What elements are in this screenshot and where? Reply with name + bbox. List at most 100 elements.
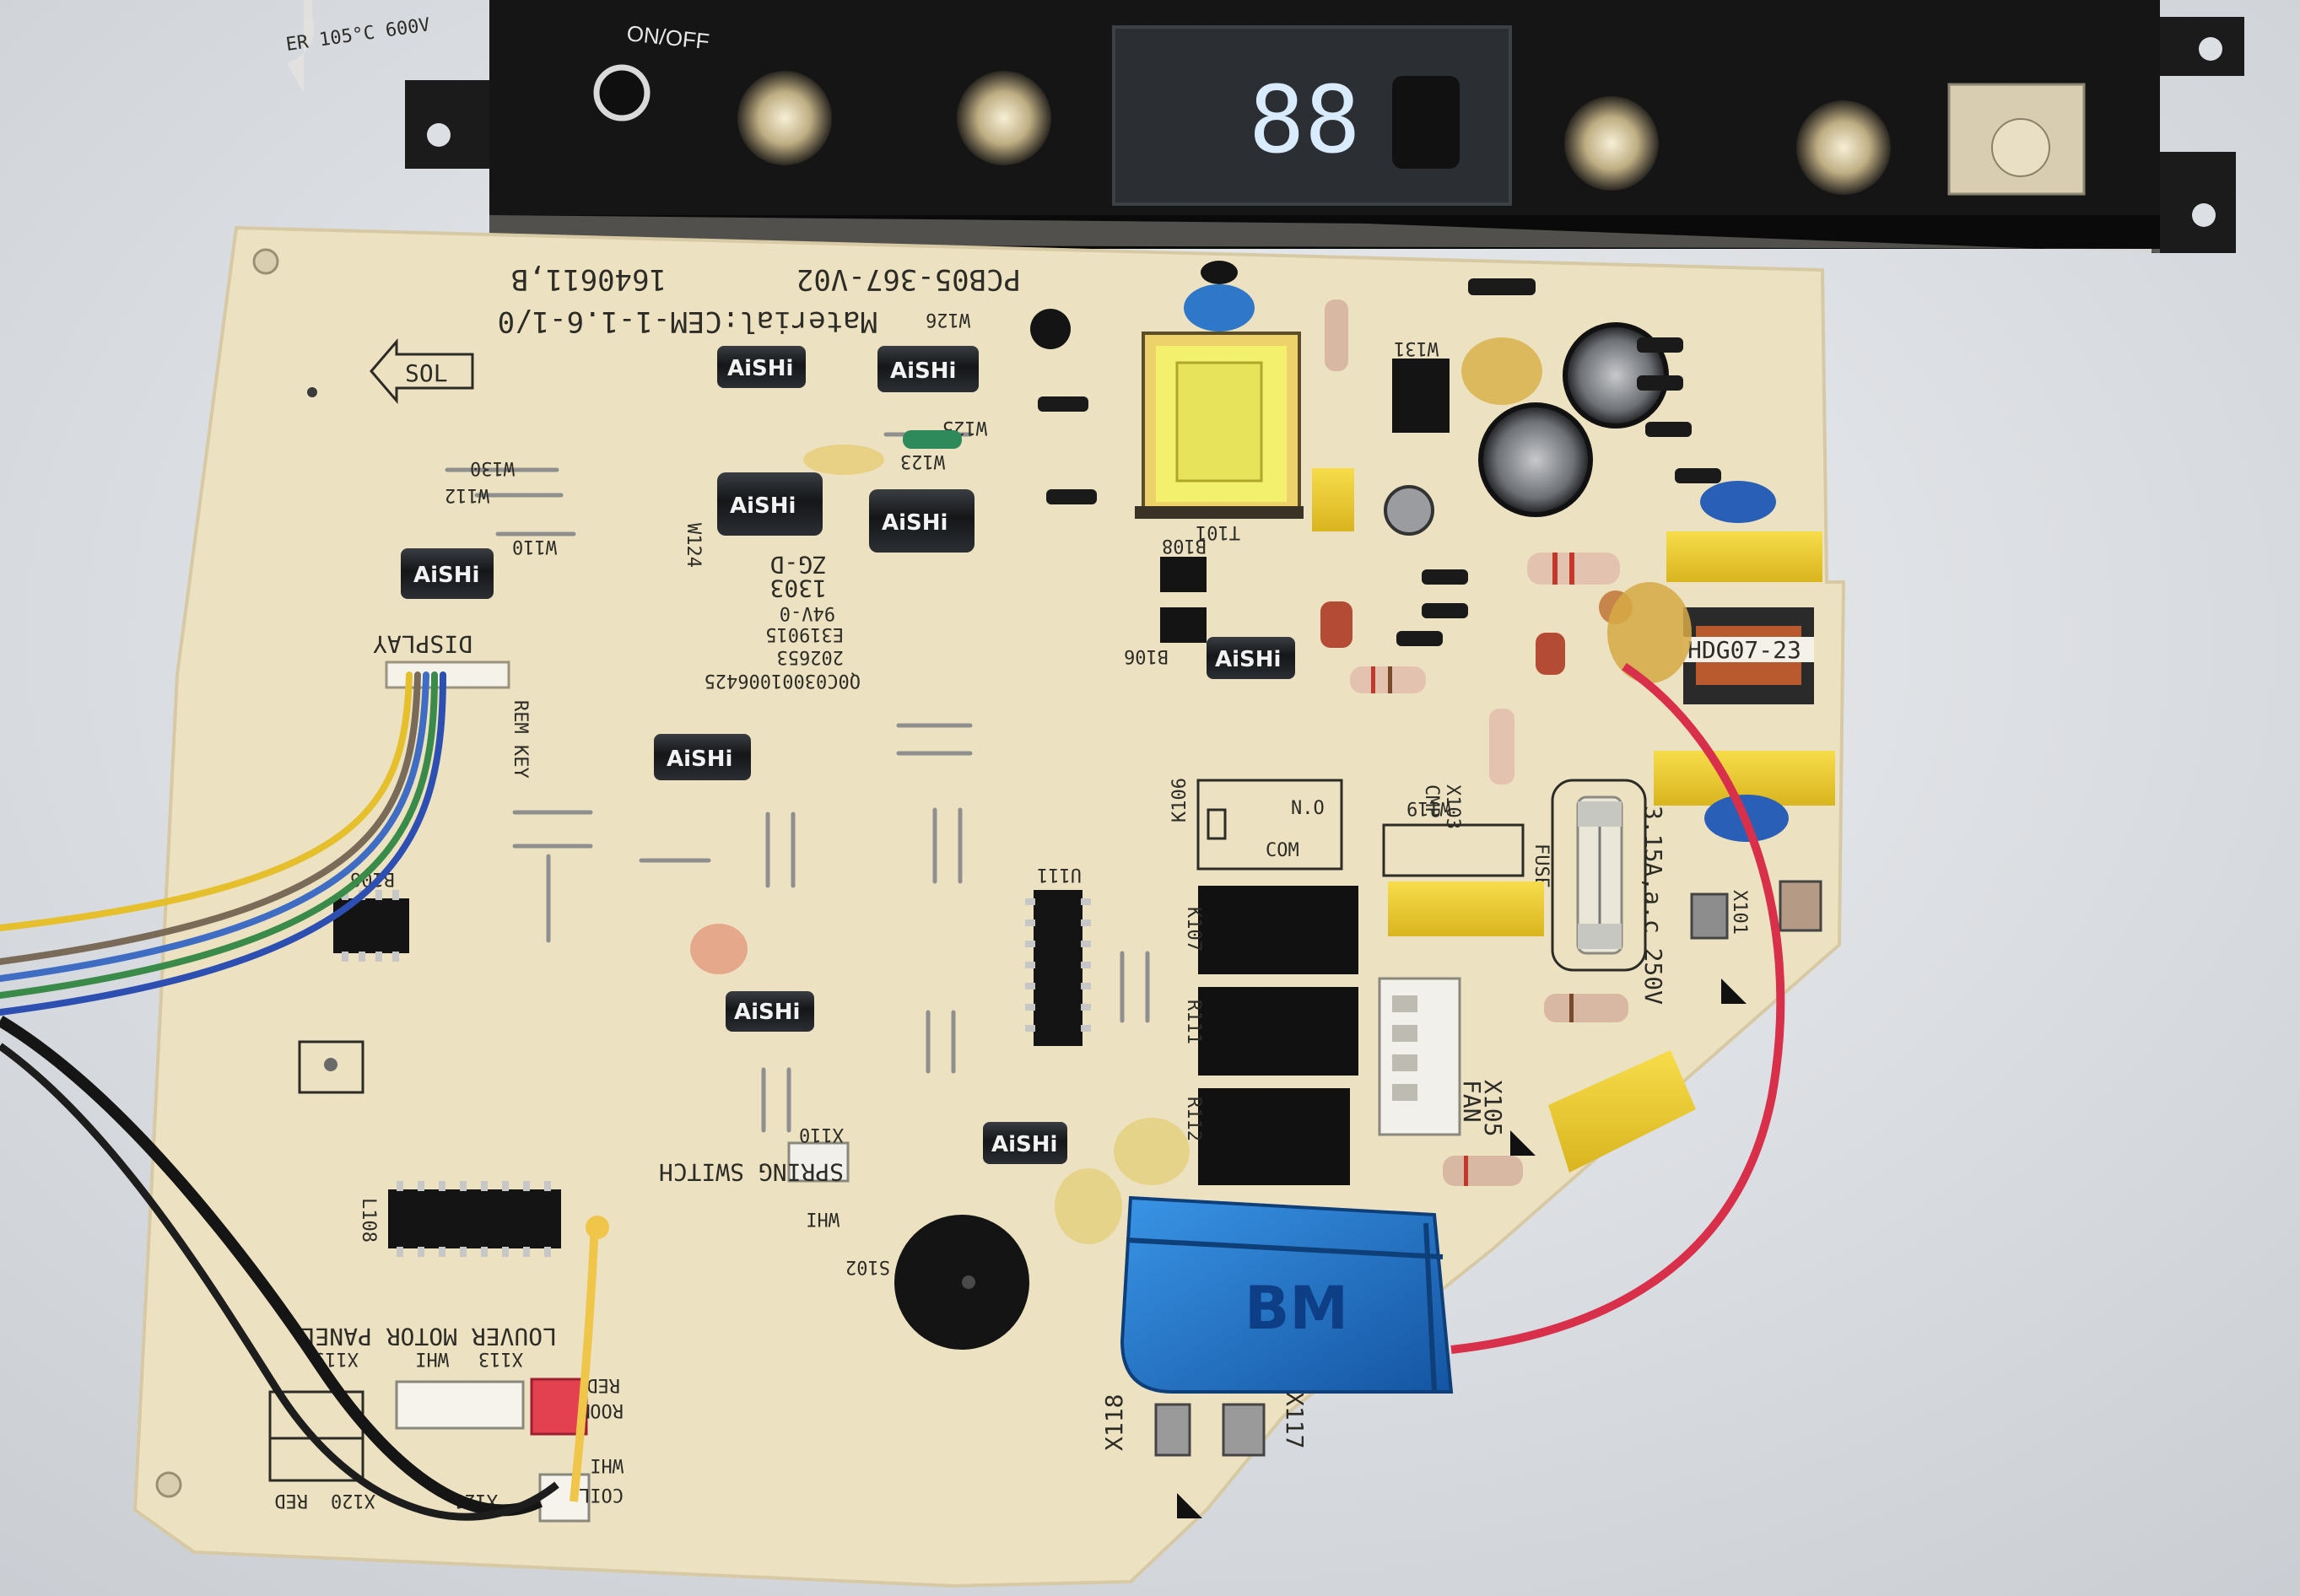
hazard-icon [1510,1130,1536,1156]
electrolytic-cap-small [1384,485,1434,536]
switch-outline [298,1040,364,1094]
relay-com-label: COM [1266,840,1299,861]
coil-label: COIL [579,1484,624,1505]
x120-label: X120 [331,1490,375,1511]
ic-n103 [1392,359,1450,433]
optocoupler-b101 [1160,557,1207,643]
ref-label: B108 [1162,535,1207,556]
ref-label: R112 [1183,1097,1204,1141]
fan-ref: X105 [1479,1080,1507,1136]
ceramic-cap [1700,481,1776,523]
terminal-n[interactable] [1779,880,1822,932]
display-ribbon-wires [0,671,446,1016]
cap-brand: AiSHi [730,493,796,519]
spring-switch-label: SPRING SWITCH [659,1158,844,1186]
relay-k105 [1198,886,1358,974]
terminal-x118[interactable] [1154,1403,1191,1457]
electrolytic-cap: AiSHi [877,346,979,392]
relay-k107 [1198,1088,1350,1185]
cap-brand: AiSHi [1215,647,1281,672]
transformer-t101 [1135,332,1304,519]
ref-label: B106 [1124,645,1169,666]
louver-connector[interactable] [395,1380,525,1430]
room-color: RED [586,1374,620,1395]
electrolytic-cap: AiSHi [717,472,823,536]
ref-label: R111 [1183,1000,1204,1044]
electrolytic-cap: AiSHi [401,548,494,599]
electrolytic-cap-large [1478,402,1593,517]
led-window-icon [1796,100,1891,195]
thermistor-lead [570,1222,599,1502]
ic-d101 [333,890,409,962]
ref-label: W130 [470,457,515,478]
resistor [1544,994,1628,1022]
electrolytic-cap: AiSHi [869,489,975,553]
black-cable [0,1015,543,1517]
film-cap [1312,468,1354,531]
relay-no-label: N.O [1291,798,1325,819]
spring-switch-color: WHI [806,1208,840,1229]
board-id: ZG-D [770,551,827,579]
ic-n107 [1025,890,1091,1046]
relay-outline [1196,779,1343,871]
ceramic-cap-red [1320,601,1352,648]
ref-label: K107 [1183,907,1204,952]
ref-label: W112 [445,484,489,505]
display-connector-label: DISPLAY [373,630,472,658]
pcb-serial: 1640611,B [511,262,667,296]
ref-label: W131 [1394,337,1439,359]
fuse-holder[interactable] [1551,779,1647,972]
ref-label: W110 [512,536,557,557]
louver-motor-panel-label: LOUVER MOTOR PANEL [301,1323,557,1351]
ceramic-cap [1184,284,1255,332]
barcode-label: Q0C03001006425 [705,670,861,691]
diodes [1038,278,1721,646]
ref-label: S102 [845,1256,890,1277]
sol-label: SOL [405,359,448,387]
cap-brand: AiSHi [734,1000,800,1025]
ceramic-cap-red [1536,633,1565,675]
led-readout: 88 [1249,66,1360,174]
sol-arrow-icon: SOL [370,337,474,405]
date-code: 1303 [770,574,827,602]
resistor [903,430,962,449]
ref-label: W124 [683,523,704,568]
resistor [1443,1156,1523,1186]
black-cable [0,1043,559,1521]
power-button-icon[interactable] [593,64,651,121]
electrolytic-cap: AiSHi [717,346,806,388]
choke-brand: BM [1244,1274,1348,1343]
fan-connector[interactable] [1378,977,1461,1136]
spring-switch-connector[interactable] [787,1141,850,1183]
ref-label: W126 [926,309,970,330]
ref-label: U111 [1037,864,1082,885]
ref-label: W123 [900,450,945,472]
film-cap [1666,531,1822,582]
fuse-rating: 3.15A,a.c 250V [1639,806,1667,1005]
whi-label: WHI [415,1348,449,1369]
electrolytic-cap: AiSHi [983,1122,1067,1164]
film-cap [1388,882,1544,936]
resistor [1350,666,1426,693]
x118-label: X118 [1100,1394,1128,1451]
electrolytic-cap: AiSHi [654,734,751,780]
terminal-x101[interactable] [1690,892,1729,940]
x101-label: X101 [1729,890,1750,935]
display-panel: ER 105°C 600V ON/OFF 88 [284,0,2244,253]
coil-color: WHI [590,1454,624,1475]
ic-b108 [388,1181,561,1257]
blue-common-mode-choke: BM [1120,1195,1454,1394]
led-window-icon [737,71,832,165]
terminal-x117[interactable] [1222,1403,1266,1457]
inductor-hdg07 [1683,607,1814,704]
cap-brand: AiSHi [991,1132,1057,1157]
ceramic-cap-orange [690,924,748,974]
choke-ref: HDG07-23 [1687,636,1801,664]
electrolytic-cap: AiSHi [726,991,814,1032]
display-connector[interactable] [385,661,510,689]
resistor [1325,299,1348,371]
x117-label: X117 [1281,1392,1309,1448]
ref-label: L108 [358,1198,379,1243]
transformer-ref: T101 [1196,521,1240,542]
